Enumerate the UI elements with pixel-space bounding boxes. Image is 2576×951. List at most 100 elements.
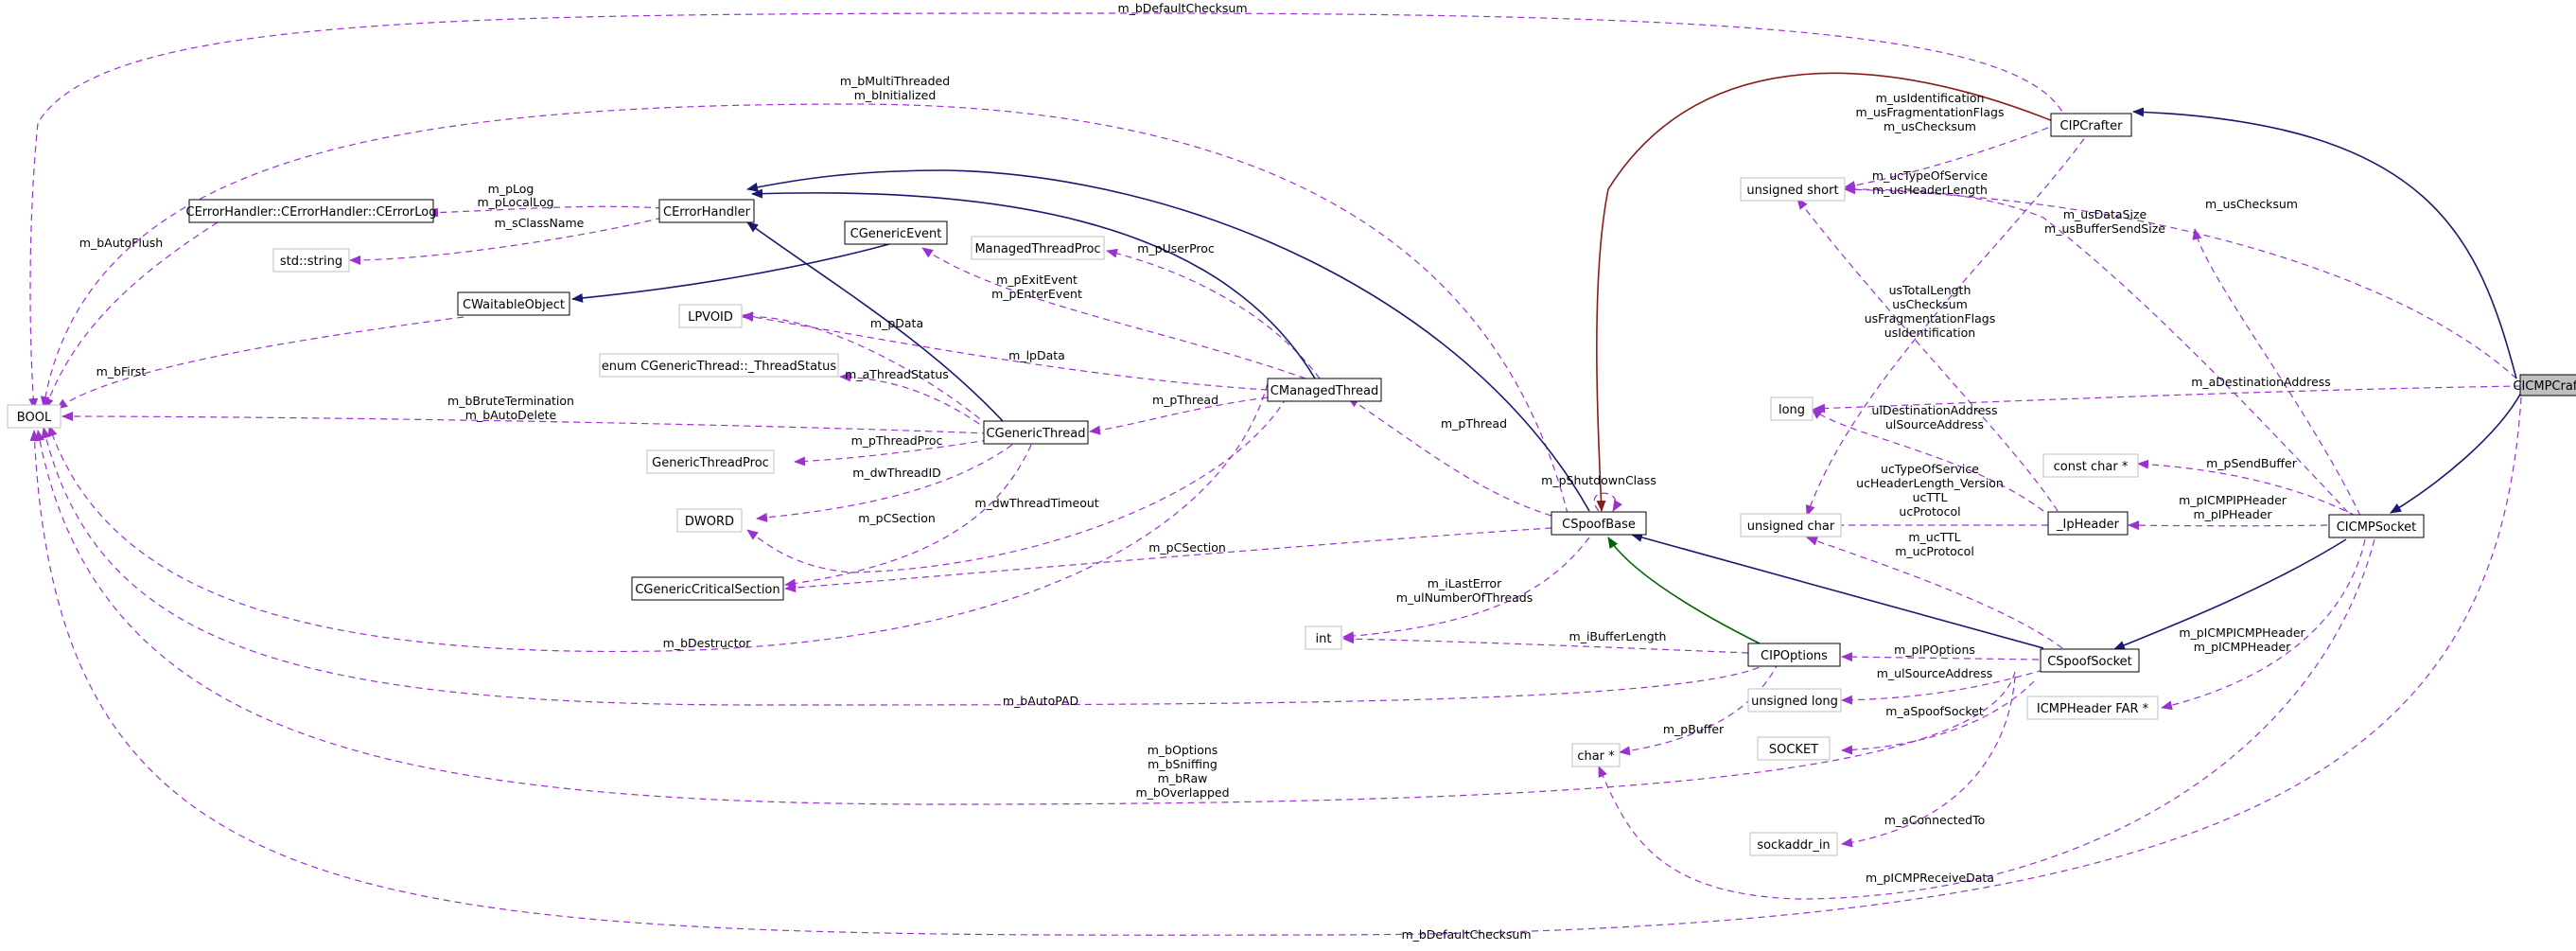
node-long[interactable]: long [1770,396,1814,421]
node-constcharp[interactable]: const char * [2042,453,2139,478]
label-pcsection-gt: m_pCSection [858,511,936,525]
edge-autopad [41,427,1770,706]
node-cerrorhandler[interactable]: CErrorHandler [658,199,755,223]
label-sniff-1: m_bOptions [1148,743,1218,757]
label-ucservice-1: m_ucTypeOfService [1872,168,1989,183]
edge-default-checksum-bottom [29,396,2522,936]
edge-pcsection-sb [784,527,1552,593]
label-brute-2: m_bAutoDelete [465,408,557,422]
node-cicmpcrafter[interactable]: CICMPCrafter [2513,374,2576,396]
node-unsignedlong[interactable]: unsigned long [1747,688,1842,713]
node-managedthreadproc[interactable]: ManagedThreadProc [971,236,1105,260]
label-ulsourceaddress: m_ulSourceAddress [1877,666,1993,680]
node-cgenericthread[interactable]: CGenericThread [983,420,1089,445]
node-label-unsignedchar: unsigned char [1747,520,1835,534]
label-bufferlength: m_iBufferLength [1569,629,1667,643]
node-cspoofsocket[interactable]: CSpoofSocket [2040,648,2140,673]
edge-adestination [1814,385,2522,414]
label-autopad: m_bAutoPAD [1003,694,1078,708]
node-label-stdstring: std::string [280,255,342,269]
edge-dwthreadid [756,444,1013,522]
edge-aconnectedto [1841,676,2016,848]
edge-pipoptions [1841,652,2040,662]
node-cgenericevent[interactable]: CGenericEvent [844,220,948,245]
edge-cipcrafter-cspoofbase [1596,72,2054,512]
label-ucttl-2: m_ucProtocol [1895,544,1974,558]
node-label-threadstatus: enum CGenericThread::_ThreadStatus [602,360,837,374]
edge-plog [427,205,663,218]
edge-pcsection-gt [784,444,1032,589]
edge-ucttl [1806,536,2063,649]
label-icmpheader-2: m_pICMPHeader [2194,640,2291,654]
edge-iphdr-ushort [1796,198,2059,512]
node-label-cerrorlog: CErrorHandler::CErrorHandler::CErrorLog [186,205,437,220]
node-lpvoid[interactable]: LPVOID [678,304,743,328]
node-label-int: int [1316,632,1332,646]
label-pshutdown: m_pShutdownClass [1541,473,1656,487]
node-int[interactable]: int [1305,625,1342,650]
label-puserproc: m_pUserProc [1137,241,1215,255]
node-sockaddr[interactable]: sockaddr_in [1749,832,1838,856]
label-picmpipheader-1: m_pICMPIPHeader [2179,493,2287,507]
node-cipcrafter[interactable]: CIPCrafter [2050,113,2132,137]
edge-psendbuffer [2137,459,2357,517]
node-dword[interactable]: DWORD [676,508,743,533]
label-destructor: m_bDestructor [663,636,752,650]
label-sniff-4: m_bOverlapped [1135,785,1229,800]
label-exitevent-1: m_pExitEvent [996,273,1078,287]
edge-crafter-cipcrafter [2132,107,2517,379]
label-classname: m_sClassName [495,216,585,230]
node-cmanagedthread[interactable]: CManagedThread [1267,378,1382,402]
node-label-bool: BOOL [17,411,52,425]
label-exitevent-2: m_pEnterEvent [991,287,1082,301]
label-default-checksum-bottom: m_bDefaultChecksum [1401,927,1531,942]
node-label-cspoofbase: CSpoofBase [1562,518,1636,532]
node-unsignedshort[interactable]: unsigned short [1740,177,1846,202]
label-pthreadproc: m_pThreadProc [851,433,943,448]
node-cwaitableobject[interactable]: CWaitableObject [457,291,570,316]
node-iphdr[interactable]: _IpHeader [2047,511,2129,536]
node-label-sockaddr: sockaddr_in [1757,838,1830,853]
node-threadstatus[interactable]: enum CGenericThread::_ThreadStatus [599,353,839,378]
label-dwthreadid: m_dwThreadID [852,466,941,480]
node-icmpheader[interactable]: ICMPHeader FAR * [2026,696,2159,720]
node-label-cicmpsocket: CICMPSocket [2337,520,2417,535]
edge-ulsourceaddress [1841,669,2044,705]
node-cgenericcs[interactable]: CGenericCriticalSection [631,576,784,601]
label-autoflush: m_bAutoFlush [79,236,163,250]
label-iphdr-ushort-3: usFragmentationFlags [1865,311,1996,326]
edge-pbuffer [1619,661,1779,756]
node-stdstring[interactable]: std::string [272,248,350,273]
node-unsignedchar[interactable]: unsigned char [1740,513,1842,537]
node-cicmpsocket[interactable]: CICMPSocket [2328,514,2425,538]
node-charp[interactable]: char * [1571,743,1621,767]
node-label-long: long [1779,403,1805,417]
label-pcsection-sb: m_pCSection [1148,540,1226,555]
node-bool[interactable]: BOOL [7,404,61,429]
label-iphdr-uchar-3: ucTTL [1913,490,1948,504]
node-socket[interactable]: SOCKET [1757,736,1831,761]
label-default-checksum-top: m_bDefaultChecksum [1117,1,1247,15]
edge-puserproc [1106,248,1321,379]
edge-picmpipheader [2128,520,2328,531]
node-label-cmanagedthread: CManagedThread [1270,384,1378,398]
node-label-iphdr: _IpHeader [2056,518,2120,532]
label-iphdr-uchar-2: ucHeaderLength_Version [1856,476,2004,490]
edge-labels: m_bDefaultChecksum m_bMultiThreaded m_bI… [79,1,2331,942]
edge-athreadstatus [839,372,990,431]
node-genericthreadproc[interactable]: GenericThreadProc [646,449,775,474]
edge-datasize [2192,228,2361,517]
edge-cspoofbase-cerrorhandler [746,169,1590,512]
node-cspoofbase[interactable]: CSpoofBase [1551,511,1647,536]
label-multithreaded-1: m_bMultiThreaded [840,74,950,88]
node-cipoptions[interactable]: CIPOptions [1747,643,1841,667]
label-crafter-ushort-1: m_usIdentification [1876,91,1985,105]
edge-bufferlength [1342,634,1749,654]
node-label-cspoofsocket: CSpoofSocket [2047,655,2132,669]
label-aspoofsocket: m_aSpoofSocket [1885,704,1984,718]
node-cerrorlog[interactable]: CErrorHandler::CErrorHandler::CErrorLog [186,199,437,223]
label-pdata: m_pData [870,316,923,330]
edge-cgenericevent-cwaitableobject [571,243,890,303]
